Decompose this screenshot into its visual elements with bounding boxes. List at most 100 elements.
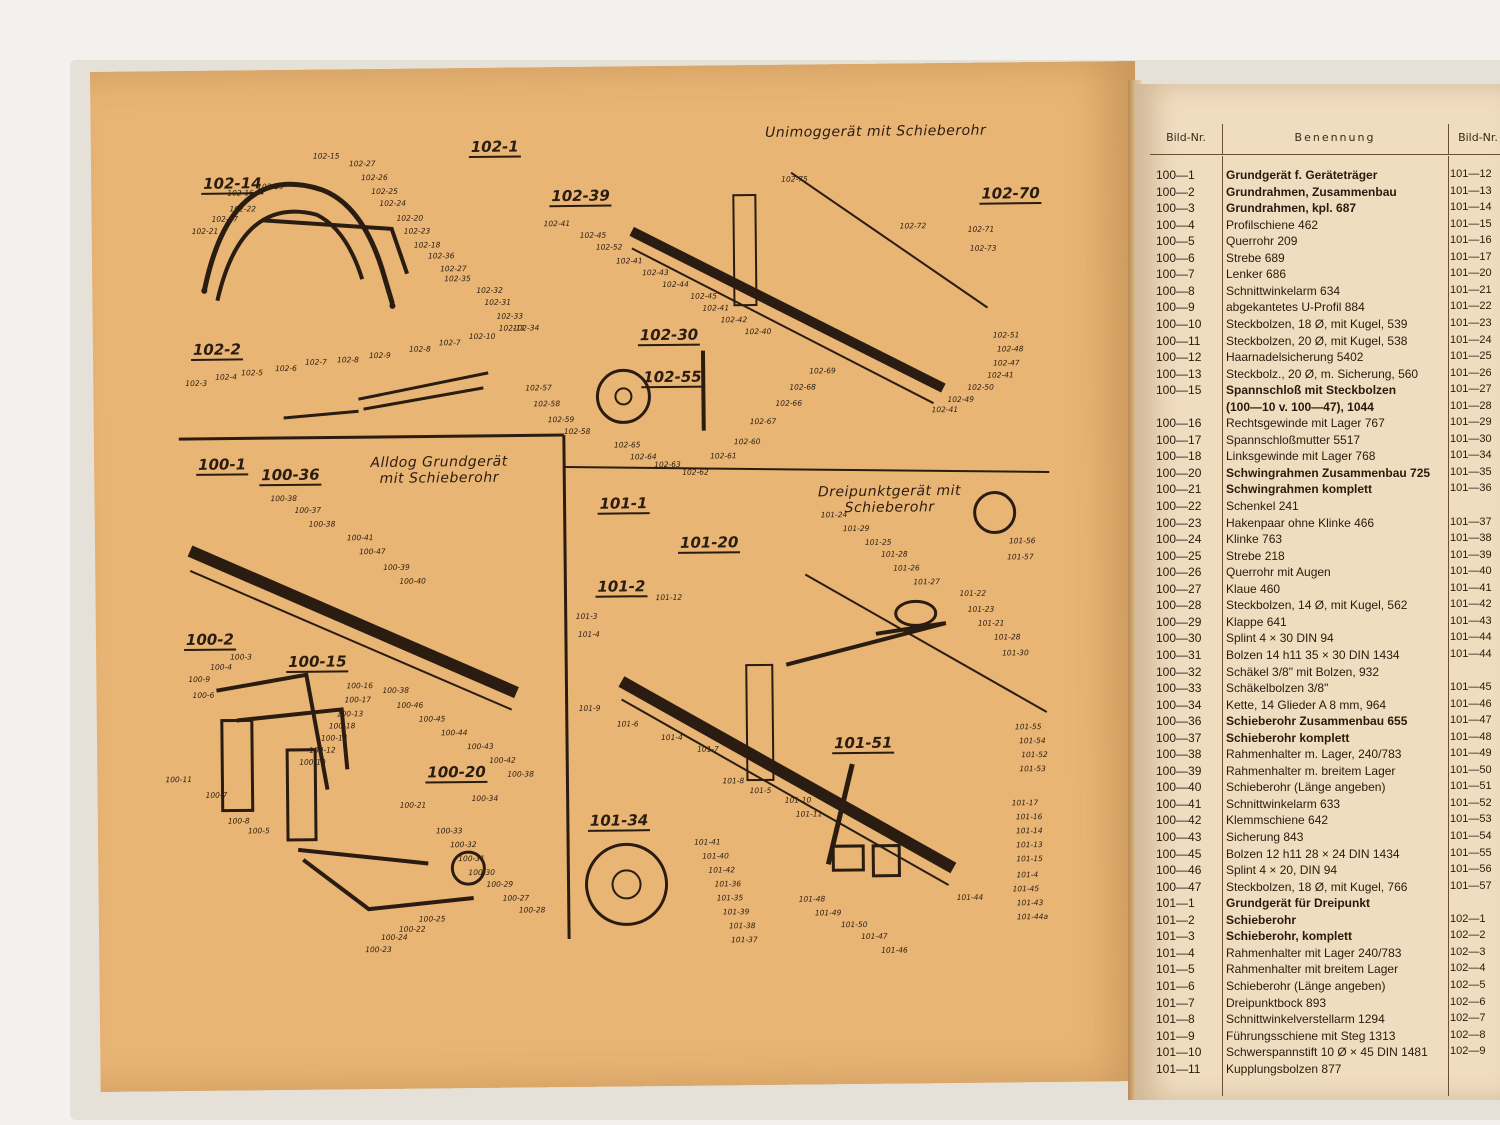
bild-nr-cell: 100—17 (1156, 432, 1202, 447)
part-number-label: 101-53 (1019, 764, 1046, 774)
group-label: 101-2 (595, 577, 648, 598)
group-label: 100-20 (425, 762, 488, 784)
part-number-label: 100-7 (205, 790, 228, 800)
ref-bild-nr-cell: 102—9 (1450, 1045, 1486, 1058)
part-number-label: 101-36 (714, 879, 742, 889)
ref-bild-nr-cell: 101—28 (1450, 399, 1492, 412)
part-number-label: 102-17 (211, 214, 239, 224)
title-unimog: Unimoggerät mit Schieberohr (764, 122, 987, 141)
ref-bild-nr-cell: 101—53 (1450, 813, 1492, 826)
part-number-label: 100-16 (346, 681, 374, 691)
part-number-label: 100-14 (320, 733, 348, 743)
part-number-label: 102-4 (215, 372, 238, 382)
bild-nr-cell: 100—2 (1156, 184, 1195, 199)
part-number-label: 102-51 (992, 330, 1020, 340)
part-number-label: 102-6 (275, 363, 297, 374)
part-number-label: 100-23 (365, 944, 392, 955)
group-label: 100-1 (196, 455, 249, 476)
part-number-label: 101-26 (893, 563, 920, 573)
part-number-label: 101-49 (814, 908, 842, 918)
ref-bild-nr-cell: 101—57 (1450, 879, 1492, 892)
part-number-label: 100-18 (328, 721, 356, 731)
benennung-cell: Kupplungsbolzen 877 (1226, 1061, 1342, 1076)
benennung-cell: Querrohr 209 (1226, 234, 1298, 249)
benennung-cell: Strebe 218 (1226, 548, 1285, 563)
bild-nr-cell: 100—23 (1156, 515, 1202, 530)
part-number-label: 102-63 (654, 459, 681, 470)
benennung-cell: Steckbolzen, 14 Ø, mit Kugel, 562 (1226, 598, 1408, 613)
benennung-cell: Strebe 689 (1226, 250, 1285, 265)
part-number-label: 101-6 (616, 719, 639, 729)
benennung-cell: Schwerspannstift 10 Ø × 45 DIN 1481 (1226, 1045, 1428, 1060)
benennung-cell: Spannschloßmutter 5517 (1226, 432, 1361, 447)
benennung-cell: Grundrahmen, kpl. 687 (1226, 201, 1357, 216)
part-number-label: 101-16 (1015, 812, 1043, 822)
part-number-label: 102-75 (781, 174, 808, 184)
bild-nr-cell: 100—3 (1156, 201, 1195, 216)
bild-nr-cell: 101—9 (1156, 1028, 1195, 1043)
bild-nr-cell: 100—29 (1156, 614, 1202, 629)
group-label: 102-55 (641, 367, 704, 389)
part-number-label: 102-41 (987, 370, 1014, 380)
part-number-label: 101-37 (731, 935, 758, 945)
benennung-cell: Steckbolzen, 18 Ø, mit Kugel, 539 (1226, 316, 1408, 331)
benennung-cell: Schieberohr Zusammenbau 655 (1226, 714, 1408, 729)
part-number-label: 100-45 (418, 714, 446, 724)
part-number-label: 101-44 (956, 892, 984, 902)
benennung-cell: Klaue 460 (1226, 581, 1281, 596)
ref-bild-nr-cell: 101—38 (1450, 532, 1492, 545)
bild-nr-cell: 101—7 (1156, 995, 1195, 1010)
part-number-label: 102-61 (710, 451, 737, 461)
benennung-cell: Grundrahmen, Zusammenbau (1226, 184, 1397, 199)
benennung-cell: (100—10 v. 100—47), 1044 (1226, 399, 1374, 414)
bild-nr-cell: 100—40 (1156, 780, 1202, 795)
benennung-cell: Schieberohr (Länge angeben) (1226, 780, 1386, 795)
part-number-label: 102-71 (967, 224, 995, 234)
col-header-bild-nr-2: Bild-Nr. (1448, 124, 1500, 155)
bild-nr-cell: 100—5 (1156, 234, 1195, 249)
ref-bild-nr-cell: 101—14 (1450, 201, 1492, 214)
part-number-label: 101-43 (1016, 898, 1044, 908)
part-number-label: 102-31 (484, 297, 512, 307)
part-number-label: 102-45 (690, 291, 718, 301)
part-number-label: 102-23 (403, 226, 431, 236)
table-row: 100—3 Grundrahmen, kpl. 687 101—14 (1150, 201, 1500, 216)
part-number-label: 100-17 (344, 695, 372, 705)
bild-nr-cell: 100—18 (1156, 449, 1202, 464)
benennung-cell: Klemmschiene 642 (1226, 813, 1329, 828)
part-number-label: 101-22 (959, 588, 987, 598)
ref-bild-nr-cell: 101—55 (1450, 846, 1492, 859)
benennung-cell: Grundgerät f. Geräteträger (1226, 168, 1378, 182)
benennung-cell: Bolzen 14 h11 35 × 30 DIN 1434 (1226, 647, 1400, 662)
part-number-label: 100-44 (440, 728, 468, 738)
part-number-label: 101-14 (1015, 826, 1043, 836)
ref-bild-nr-cell: 101—41 (1450, 581, 1492, 594)
group-label: 101-1 (597, 494, 650, 515)
part-number-label: 101-3 (575, 611, 598, 621)
part-number-label: 100-29 (486, 879, 514, 889)
part-number-label: 102-57 (525, 383, 552, 393)
ref-bild-nr-cell: 102—6 (1450, 995, 1486, 1008)
part-number-label: 100-21 (399, 800, 427, 810)
bild-nr-cell: 101—10 (1156, 1045, 1202, 1060)
part-number-label: 102-58 (533, 399, 561, 409)
benennung-cell: Steckbolz., 20 Ø, m. Sicherung, 560 (1226, 366, 1419, 381)
part-number-label: 100-42 (489, 755, 516, 765)
bild-nr-cell: 100—11 (1156, 333, 1201, 348)
ref-bild-nr-cell: 102—5 (1450, 978, 1486, 991)
bild-nr-cell: 100—10 (1156, 316, 1202, 331)
group-label: 102-2 (190, 340, 244, 361)
ref-bild-nr-cell: 101—44 (1450, 631, 1492, 644)
part-number-label: 102-15 (312, 151, 340, 161)
bild-nr-cell: 100—20 (1156, 465, 1202, 480)
